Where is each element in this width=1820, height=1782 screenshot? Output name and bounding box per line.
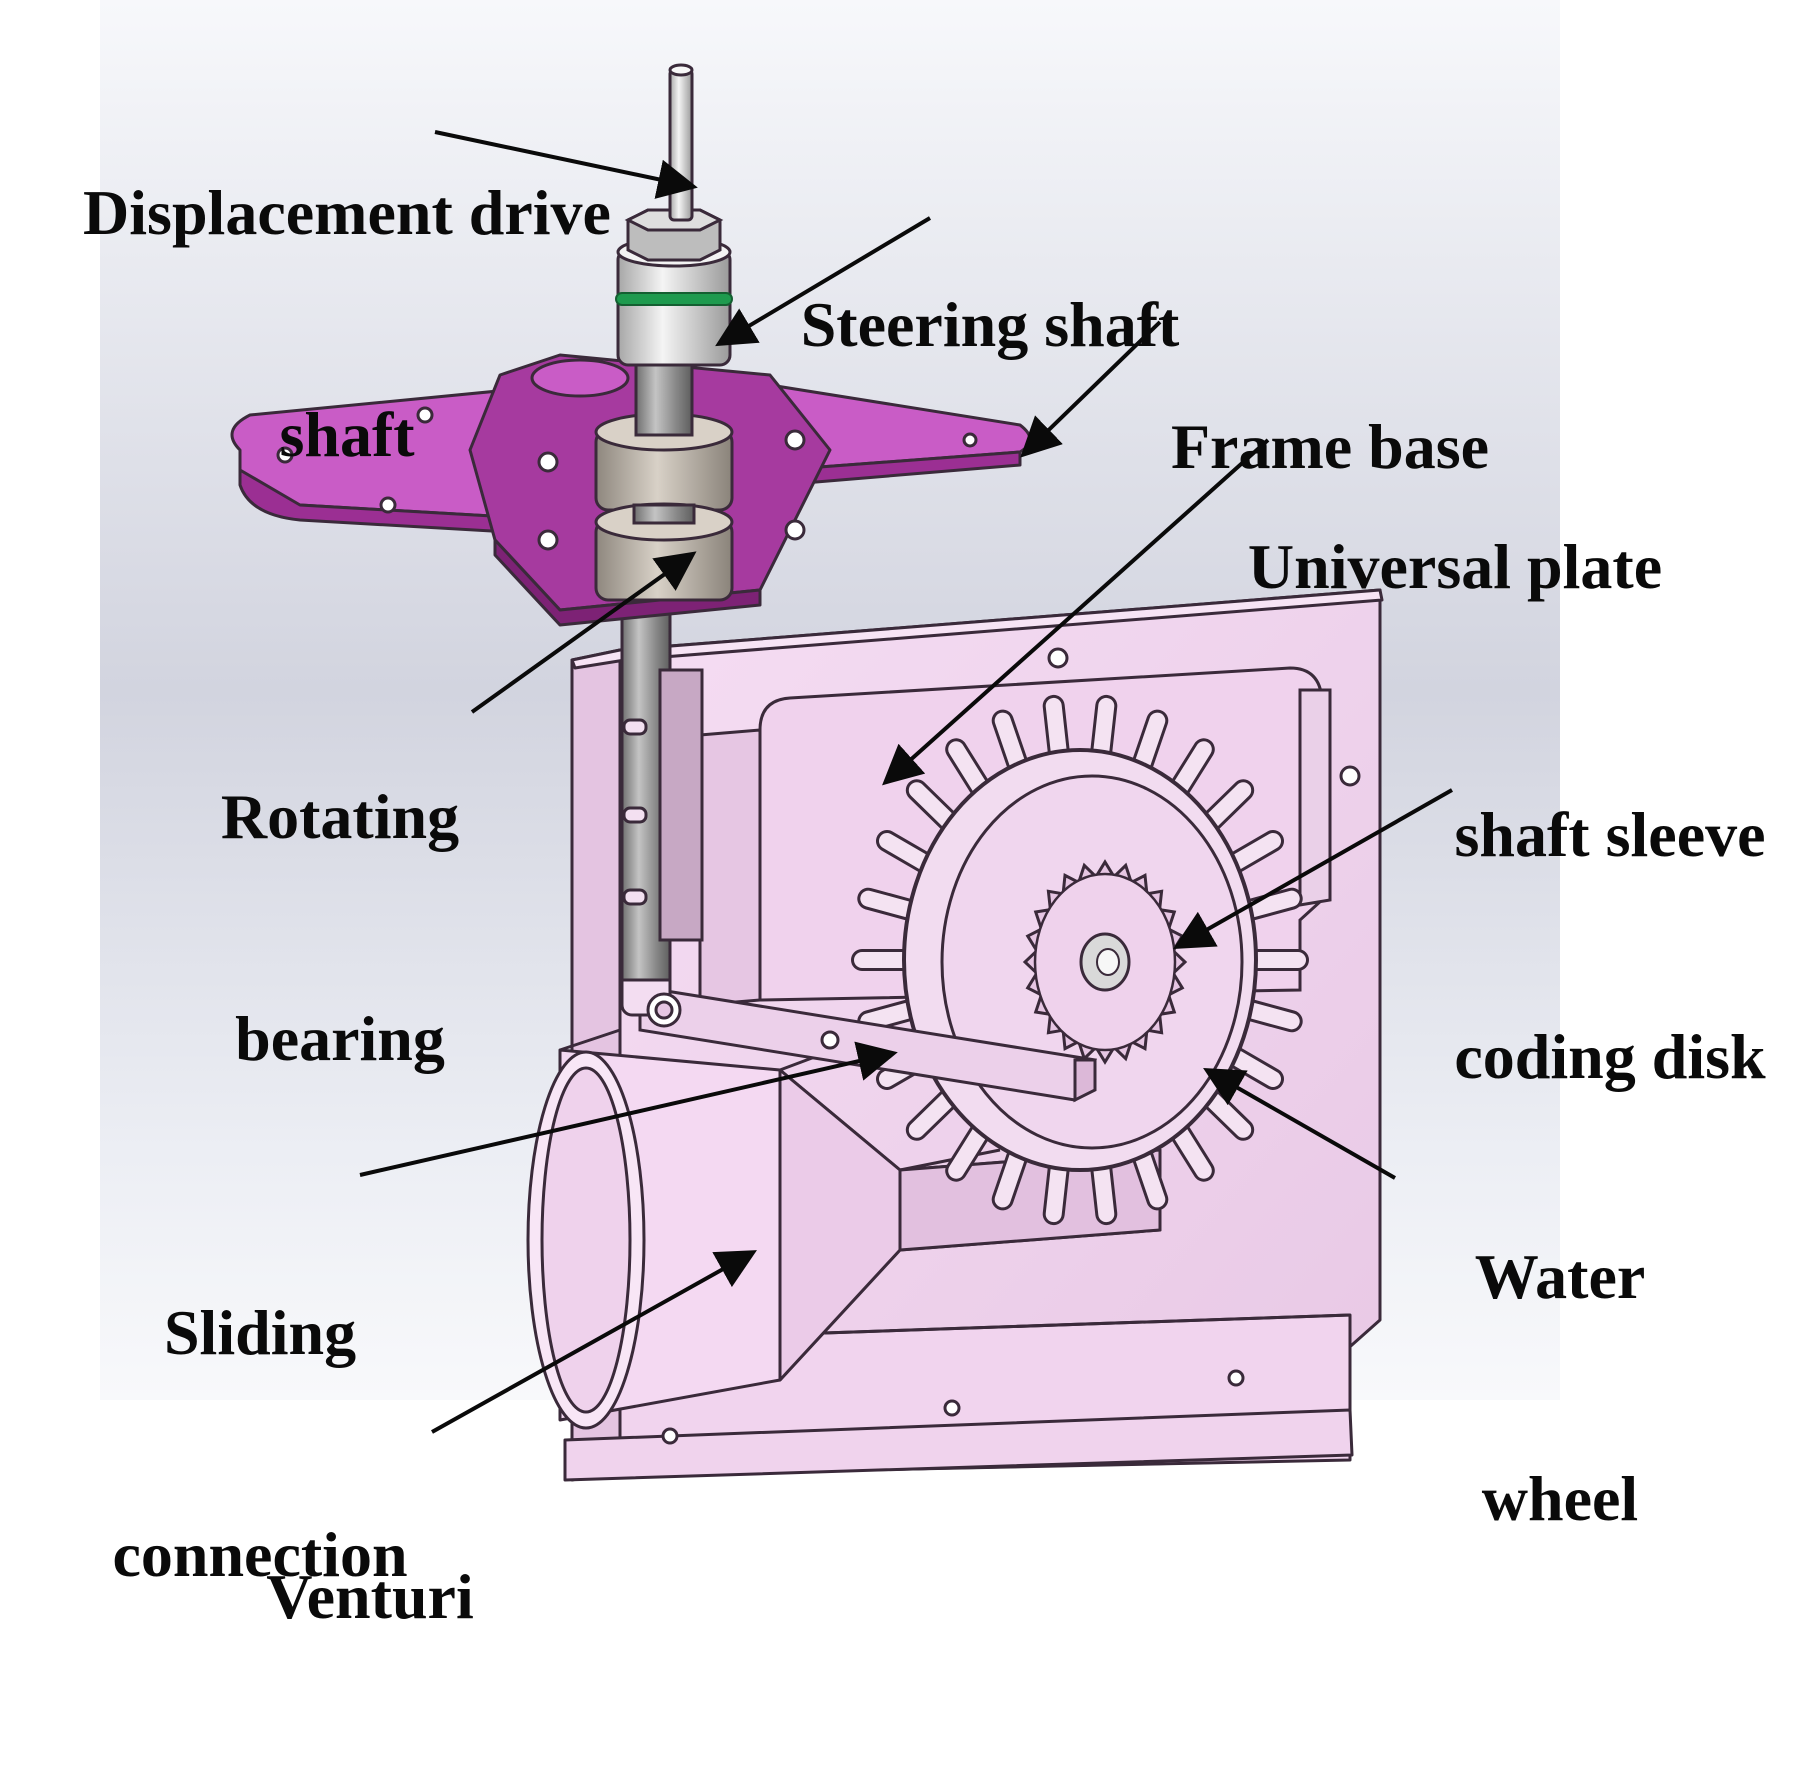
wheel-paddle-face xyxy=(1133,1144,1166,1208)
label-frame-base: Frame base xyxy=(1140,262,1520,632)
leader-shaft-sleeve-coding-disk xyxy=(1173,788,1453,949)
frame-base xyxy=(230,353,1032,627)
label-steering-shaft: Steering shaft xyxy=(770,140,1210,510)
label-line: wheel xyxy=(1481,1463,1639,1534)
label-water-wheel: Water wheel xyxy=(1400,1092,1720,1684)
wheel-paddle-face xyxy=(860,890,921,919)
label-line: Frame base xyxy=(1170,411,1490,482)
label-line: Sliding xyxy=(163,1297,357,1368)
wheel-paddle-face xyxy=(1170,1121,1212,1179)
leader-displacement-drive-shaft xyxy=(434,130,698,199)
leader-water-wheel xyxy=(1203,1068,1396,1180)
label-line: Water xyxy=(1474,1241,1646,1312)
wheel-paddle-face xyxy=(1239,1001,1300,1030)
wheel-paddle-face xyxy=(1045,1156,1068,1223)
wheel-paddle-face xyxy=(879,833,936,873)
label-line: Venturi xyxy=(266,1561,474,1632)
label-line: Universal plate xyxy=(1247,531,1663,602)
label-venturi: Venturi xyxy=(230,1412,510,1782)
wheel-paddle-face xyxy=(1133,712,1166,776)
label-shaft-sleeve-coding-disk: shaft sleeve coding disk xyxy=(1420,650,1800,1242)
wheel-paddle-face xyxy=(908,782,959,832)
leader-sliding-connection xyxy=(359,1041,898,1177)
label-line: Displacement drive xyxy=(83,177,611,248)
label-line: Steering shaft xyxy=(800,289,1180,360)
wheel-paddle-face xyxy=(1170,741,1212,799)
leader-steering-shaft xyxy=(715,216,932,347)
leader-rotating-bearing xyxy=(470,551,697,714)
wheel-paddle-face xyxy=(908,1088,959,1138)
leader-lines xyxy=(359,130,1453,1434)
label-line: bearing xyxy=(235,1003,445,1074)
label-line: shaft sleeve xyxy=(1454,799,1766,870)
plate-right-slot xyxy=(1298,688,1332,907)
wheel-paddle-face xyxy=(860,1001,921,1030)
label-universal-plate: Universal plate xyxy=(1205,382,1705,752)
wheel-paddle-face xyxy=(948,741,990,799)
label-line: coding disk xyxy=(1454,1021,1766,1092)
leader-frame-base xyxy=(1020,320,1162,458)
displacement-rod xyxy=(668,63,694,222)
wheel-paddle-face xyxy=(994,1144,1027,1208)
wheel-paddle-face xyxy=(1201,782,1252,832)
label-line: shaft xyxy=(279,399,415,470)
wheel-paddle-face xyxy=(1092,697,1115,764)
leader-venturi xyxy=(431,1250,757,1434)
wheel-paddle-face xyxy=(1224,833,1281,873)
venturi-channel xyxy=(526,1028,1162,1430)
steering-shaft-assembly xyxy=(615,208,733,437)
wheel-paddle-face xyxy=(1224,1047,1281,1087)
diagram-stage: Displacement drive shaft Steering shaft … xyxy=(42,0,1800,1632)
vertical-shaft xyxy=(620,558,704,982)
coding-disk xyxy=(1022,859,1188,1065)
green-ring xyxy=(615,292,733,306)
label-rotating-bearing: Rotating bearing xyxy=(190,632,490,1224)
wheel-paddle-face xyxy=(1045,697,1068,764)
label-displacement-drive-shaft: Displacement drive shaft xyxy=(42,28,652,620)
assembly-illustration xyxy=(100,0,1560,1536)
leader-universal-plate xyxy=(882,438,1270,786)
label-line: Rotating xyxy=(220,781,460,852)
wheel-paddle-face xyxy=(948,1121,990,1179)
plate-holes xyxy=(661,647,1361,1445)
wheel-paddle-face xyxy=(994,712,1027,776)
wheel-paddle-face xyxy=(1239,890,1300,919)
wheel-paddle-face xyxy=(1092,1156,1115,1223)
